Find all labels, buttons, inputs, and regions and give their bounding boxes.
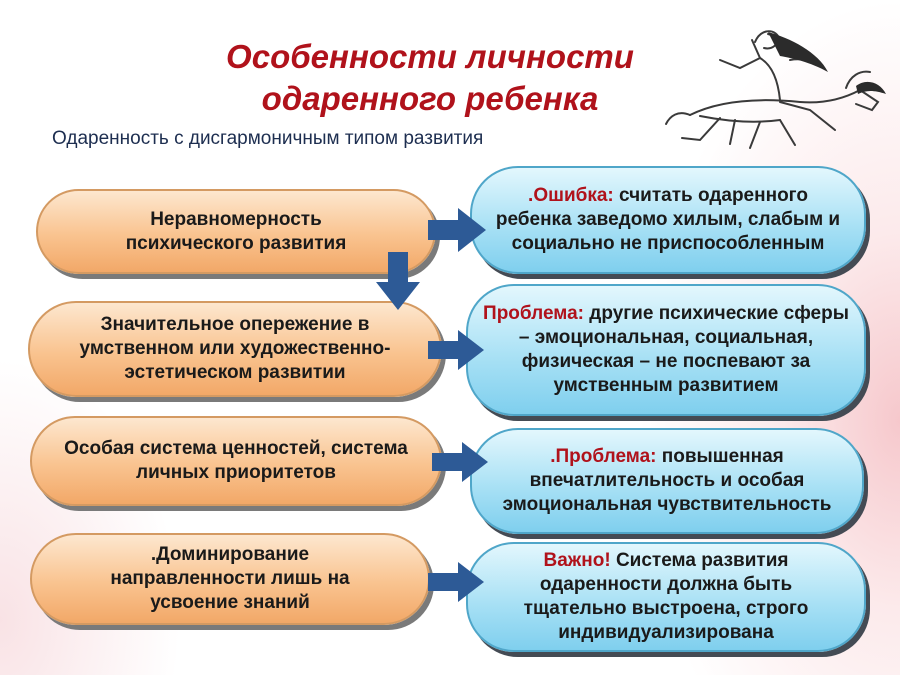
note-text: Система развития одаренности должна быть… bbox=[523, 550, 809, 643]
note-content: Важно! Система развития одаренности долж… bbox=[468, 549, 864, 645]
arrow-down-icon bbox=[376, 252, 420, 310]
note-text: повышенная впечатлительность и особая эм… bbox=[502, 446, 832, 515]
arrow-right-icon bbox=[428, 208, 486, 252]
arrow-right-icon bbox=[432, 442, 488, 482]
note-problem-sensitivity: .Проблема: повышенная впечатлительность … bbox=[470, 428, 864, 534]
arrow-right-icon bbox=[428, 562, 484, 602]
feature-text: .Доминирование направленности лишь на ус… bbox=[110, 544, 350, 613]
feature-knowledge-dominance: .Доминирование направленности лишь на ус… bbox=[30, 533, 430, 625]
feature-uneven-development: Неравномерность психического развития bbox=[36, 189, 436, 274]
feature-text: Особая система ценностей, система личных… bbox=[64, 438, 408, 483]
feature-advanced-development: Значительное опережение в умственном или… bbox=[28, 301, 442, 397]
subtitle: Одаренность с дисгармоничным типом разви… bbox=[52, 128, 484, 149]
note-keyword: Важно! bbox=[543, 550, 611, 571]
note-content: Проблема: другие психические сферы – эмо… bbox=[468, 302, 864, 398]
feature-text: Неравномерность психического развития bbox=[125, 208, 347, 254]
note-keyword: Проблема: bbox=[483, 303, 584, 324]
note-content: .Ошибка: считать одаренного ребенка заве… bbox=[472, 184, 864, 256]
arrow-right-icon bbox=[428, 330, 484, 370]
feature-value-system: Особая система ценностей, система личных… bbox=[30, 416, 442, 506]
title-line-1: Особенности личности bbox=[226, 38, 634, 75]
note-important: Важно! Система развития одаренности долж… bbox=[466, 542, 866, 652]
note-content: .Проблема: повышенная впечатлительность … bbox=[472, 445, 862, 517]
feature-text: Значительное опережение в умственном или… bbox=[79, 314, 391, 383]
horse-rider-illustration bbox=[665, 30, 886, 149]
note-keyword: .Проблема: bbox=[550, 446, 657, 467]
note-keyword: .Ошибка: bbox=[528, 185, 614, 206]
title-line-2: одаренного ребенка bbox=[261, 80, 599, 117]
note-mistake: .Ошибка: считать одаренного ребенка заве… bbox=[470, 166, 866, 274]
note-text: считать одаренного ребенка заведомо хилы… bbox=[495, 185, 841, 254]
page-title: Особенности личности одаренного ребенка bbox=[170, 36, 690, 120]
note-problem-spheres: Проблема: другие психические сферы – эмо… bbox=[466, 284, 866, 416]
note-text: другие психические сферы – эмоциональная… bbox=[518, 303, 849, 396]
